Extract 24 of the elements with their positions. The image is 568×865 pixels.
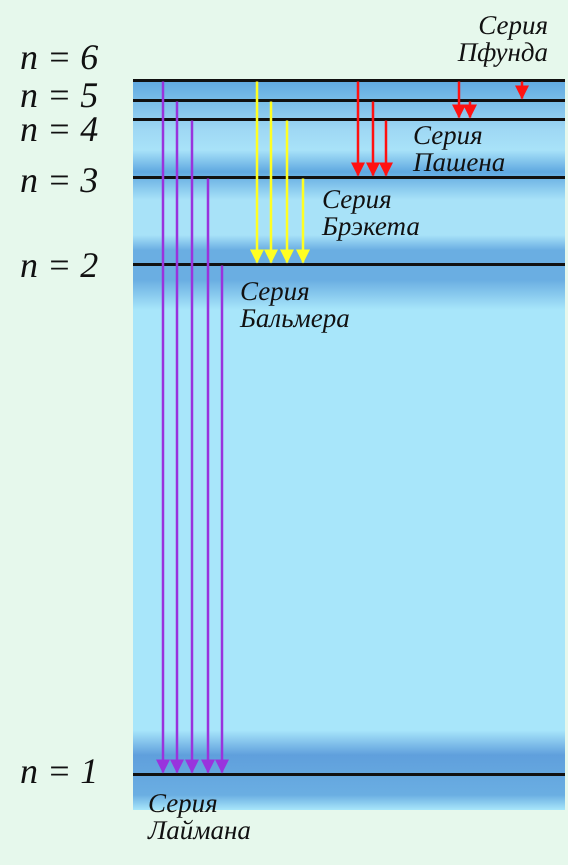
transition-arrow (296, 178, 310, 264)
transition-arrow (215, 266, 229, 774)
series-label: Серия Бальмера (240, 278, 351, 332)
series-label: Серия Пфунда (456, 12, 548, 66)
transition-arrow (379, 120, 393, 176)
level-label: n = 1 (20, 752, 98, 790)
transition-arrow (452, 82, 466, 118)
level-label: n = 2 (20, 246, 98, 284)
transition-arrow (366, 102, 380, 176)
series-label: Серия Лаймана (148, 790, 252, 844)
transition-arrow (156, 82, 170, 774)
transition-arrow (463, 102, 477, 118)
level-label: n = 3 (20, 160, 98, 198)
transition-arrow (515, 82, 529, 100)
transition-arrow (280, 120, 294, 264)
transition-arrow (201, 178, 215, 774)
transition-arrow (351, 82, 365, 176)
transition-arrow (250, 82, 264, 264)
transition-arrow (185, 120, 199, 774)
series-label: Серия Пашена (413, 122, 506, 176)
transition-arrow (170, 102, 184, 774)
series-label: Серия Брэкета (322, 186, 421, 240)
level-label: n = 6 (20, 38, 98, 76)
transition-arrow (264, 102, 278, 264)
